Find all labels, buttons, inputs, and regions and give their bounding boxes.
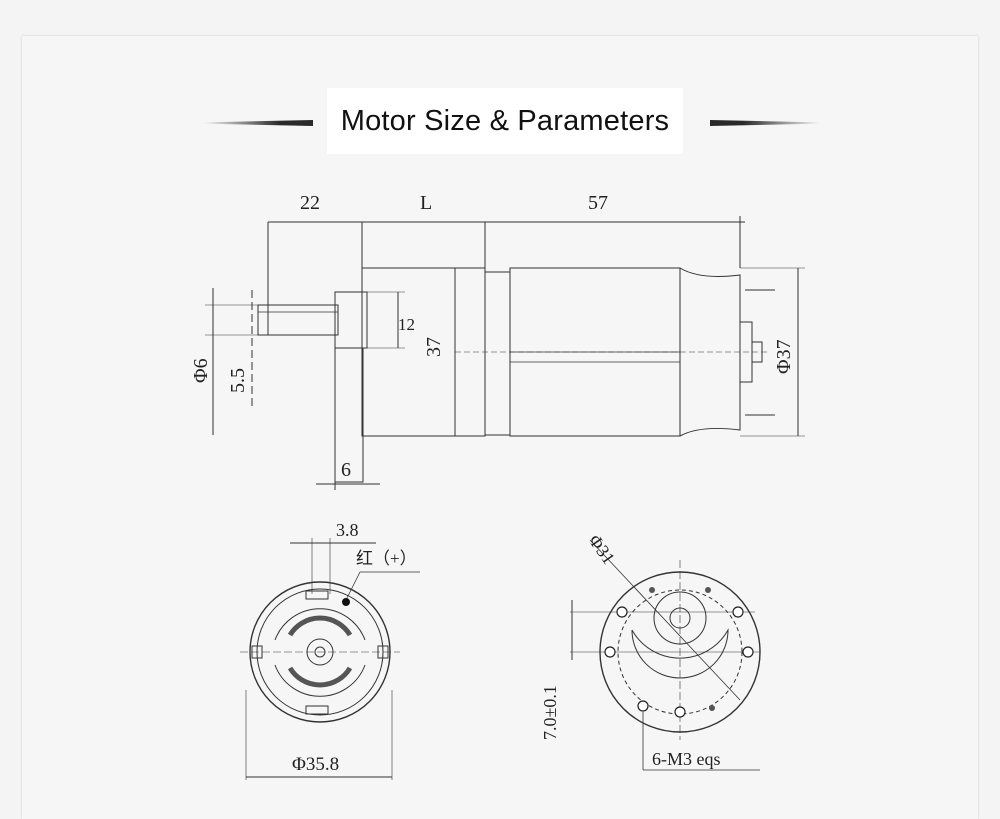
mount-hole xyxy=(616,606,628,618)
rear-view xyxy=(240,538,420,780)
mount-flange xyxy=(334,347,364,483)
mount-hole xyxy=(604,646,616,658)
drawing-sheet xyxy=(22,36,978,819)
title-box: Motor Size & Parameters xyxy=(327,88,683,154)
label-terminal-width: 3.8 xyxy=(336,520,359,540)
rear-brush-arc-top xyxy=(274,608,366,641)
label-gearbox-length: L xyxy=(420,192,432,214)
label-motor-length: 57 xyxy=(588,192,608,214)
terminal-positive xyxy=(305,590,329,600)
rear-slot-bottom xyxy=(287,666,353,688)
mount-hole xyxy=(674,706,686,718)
motor-collar xyxy=(484,271,511,436)
label-shaft-flat: 5.5 xyxy=(227,368,249,393)
label-boss: 12 xyxy=(398,315,415,334)
label-height: 37 xyxy=(423,337,445,357)
page-title: Motor Size & Parameters xyxy=(340,104,670,137)
label-flange: 6 xyxy=(341,459,351,481)
small-hole xyxy=(649,587,655,593)
label-offset: 7.0±0.1 xyxy=(540,685,560,740)
label-mount-holes: 6-M3 eqs xyxy=(652,749,721,769)
front-view xyxy=(570,539,761,771)
label-motor-diameter: Φ37 xyxy=(773,339,795,374)
rear-slot-top xyxy=(287,615,353,637)
terminal-negative xyxy=(305,705,329,715)
leader-red xyxy=(345,571,361,601)
small-hole xyxy=(709,705,715,711)
label-rear-diameter: Φ35.8 xyxy=(292,754,339,775)
side-view xyxy=(205,216,805,490)
small-holes xyxy=(649,587,715,711)
label-shaft-diameter: Φ6 xyxy=(190,358,212,383)
mount-hole xyxy=(742,646,754,658)
title-decor-right xyxy=(710,120,820,126)
mounting-holes xyxy=(604,606,754,718)
dim-pcd-leader xyxy=(589,539,741,701)
small-hole xyxy=(705,587,711,593)
label-positive-red: 红（+） xyxy=(356,549,417,568)
rear-brush-arc-bottom xyxy=(274,664,366,697)
title-decor-left xyxy=(203,120,313,126)
positive-marker-dot xyxy=(342,598,350,606)
mount-hole xyxy=(732,606,744,618)
mount-hole xyxy=(637,700,649,712)
front-crescent xyxy=(631,628,729,679)
label-pcd: Φ31 xyxy=(585,531,619,568)
output-shaft xyxy=(257,304,339,336)
label-front-length: 22 xyxy=(300,192,320,214)
